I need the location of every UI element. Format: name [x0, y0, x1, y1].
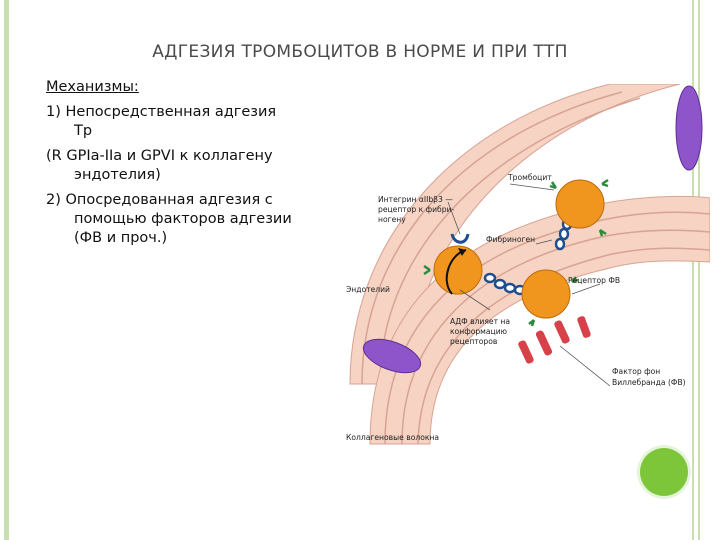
vessel-wall-stripe [361, 91, 623, 385]
platelet-bottom [521, 269, 571, 319]
purple-cell-bottom [362, 338, 422, 374]
vessel-wall-stripe-2 [379, 97, 641, 385]
point1-line1: 1) Непосредственная адгезия [46, 104, 277, 120]
label-fibrinogen: Фибриноген [486, 235, 535, 244]
receptor-arms [423, 178, 609, 327]
label-thrombocyte: Тромбоцит [507, 173, 552, 182]
label-integrin-3: ногену [378, 215, 406, 224]
platelet-top [555, 179, 605, 229]
frame-right-bar [692, 0, 694, 540]
label-adp-2: конформацию [450, 327, 507, 336]
label-fv-receptor: Рецептор ФВ [568, 276, 620, 285]
pointer-lines [447, 183, 611, 387]
point1-line2: Тр [74, 123, 93, 139]
frame-left-bar [4, 0, 9, 540]
adp-arrow-head [458, 248, 466, 256]
green-accent-dot [640, 448, 688, 496]
point1-line3: (R GPIa-IIa и GPVI к коллагену [46, 148, 273, 164]
label-adp-1: АДФ влияет на [450, 317, 510, 326]
point2-line3: (ФВ и проч.) [74, 230, 168, 246]
purple-cell-top [675, 85, 703, 171]
platelet-adhesion-diagram: Интегрин αIIbβ3 — рецептор к фибри- ноге… [346, 84, 710, 445]
label-endothelium: Эндотелий [346, 285, 390, 294]
label-collagen: Коллагеновые волокна [346, 433, 439, 442]
vwf-factors [518, 316, 591, 364]
mechanisms-text: Механизмы: 1) Непосредственная адгезия Т… [46, 78, 356, 248]
frame-right-bar-inner [698, 0, 700, 540]
label-adp-3: рецепторов [450, 337, 498, 346]
integrin-hook [450, 233, 470, 244]
label-integrin-2: рецептор к фибри- [378, 205, 454, 214]
mechanisms-heading: Механизмы: [46, 79, 139, 95]
label-vwf-2: Виллебранда (ФВ) [612, 378, 686, 387]
slide-title: АДГЕЗИЯ ТРОМБОЦИТОВ В НОРМЕ И ПРИ ТТП [152, 42, 568, 62]
point1-line4: эндотелия) [74, 167, 161, 183]
point2-line2: помощью факторов адгезии [74, 211, 292, 227]
label-integrin-1: Интегрин αIIbβ3 — [378, 195, 453, 204]
point2-line1: 2) Опосредованная адгезия с [46, 192, 273, 208]
label-vwf-1: Фактор фон [612, 367, 660, 376]
